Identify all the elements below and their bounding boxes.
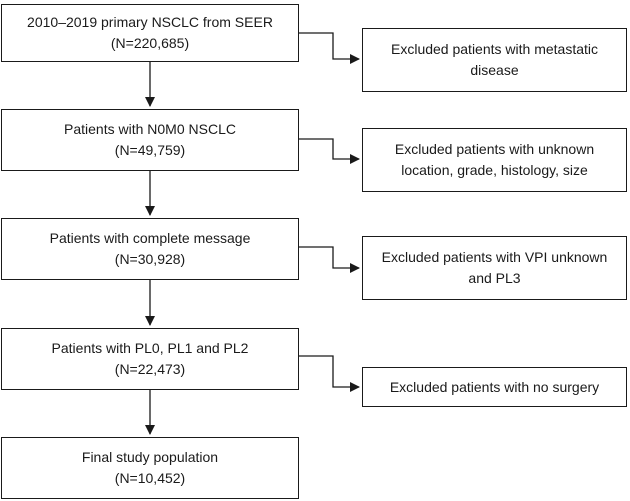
exclusion-box-vpi-unknown: Excluded patients with VPI unknown and P…	[362, 236, 627, 300]
main-box-title: Final study population	[81, 449, 219, 465]
exclusion-box-line: Excluded patients with metastatic	[391, 41, 598, 57]
main-box-title: 2010–2019 primary NSCLC from SEER	[27, 14, 273, 30]
arrow-exclusion-3	[299, 246, 360, 273]
main-box-title: Patients with N0M0 NSCLC	[64, 121, 236, 137]
exclusion-box-line: location, grade, histology, size	[401, 162, 588, 178]
exclusion-box-line: and PL3	[468, 270, 521, 286]
exclusion-box-no-surgery: Excluded patients with no surgery	[362, 367, 627, 407]
main-box-title: Patients with PL0, PL1 and PL2	[51, 340, 249, 356]
main-box-complete-message: Patients with complete message (N=30,928…	[1, 218, 299, 280]
main-box-final-population: Final study population (N=10,452)	[1, 437, 299, 499]
arrow-exclusion-2	[299, 138, 360, 164]
main-box-count: (N=30,928)	[114, 251, 186, 267]
main-box-count: (N=220,685)	[110, 35, 190, 51]
main-box-count: (N=49,759)	[114, 142, 186, 158]
exclusion-box-metastatic: Excluded patients with metastatic diseas…	[362, 28, 627, 92]
arrow-exclusion-4	[299, 355, 360, 392]
exclusion-box-line: Excluded patients with unknown	[394, 141, 595, 157]
main-box-count: (N=10,452)	[114, 470, 186, 486]
main-box-pl0-pl2: Patients with PL0, PL1 and PL2 (N=22,473…	[1, 328, 299, 390]
main-box-count: (N=22,473)	[114, 361, 186, 377]
exclusion-box-line: Excluded patients with VPI unknown	[381, 249, 608, 265]
exclusion-box-line: Excluded patients with no surgery	[389, 378, 600, 395]
exclusion-box-unknown-attributes: Excluded patients with unknown location,…	[362, 128, 627, 192]
main-box-seer: 2010–2019 primary NSCLC from SEER (N=220…	[1, 4, 299, 62]
arrow-exclusion-1	[299, 32, 360, 64]
main-box-title: Patients with complete message	[49, 230, 251, 246]
exclusion-box-line: disease	[470, 62, 519, 78]
main-box-n0m0: Patients with N0M0 NSCLC (N=49,759)	[1, 109, 299, 171]
